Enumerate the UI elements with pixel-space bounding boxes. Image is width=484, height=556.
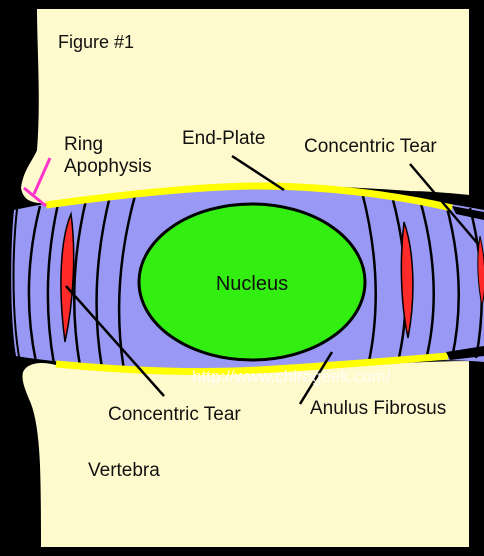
anulus-fibrosus-label: Anulus Fibrosus	[310, 398, 446, 419]
watermark: http://www.chirogeek.com/	[192, 367, 391, 386]
vertebra-label: Vertebra	[88, 460, 160, 481]
concentric-tear-top-label: Concentric Tear	[304, 136, 437, 157]
end-plate-label: End-Plate	[182, 128, 265, 149]
ring-apophysis-label-line1: Ring	[64, 134, 103, 155]
nucleus-label: Nucleus	[216, 273, 288, 295]
figure-title: Figure #1	[58, 32, 134, 52]
concentric-tear-bottom-label: Concentric Tear	[108, 404, 241, 425]
ring-apophysis-label-line2: Apophysis	[64, 156, 152, 177]
lower-vertebra	[21, 360, 470, 548]
